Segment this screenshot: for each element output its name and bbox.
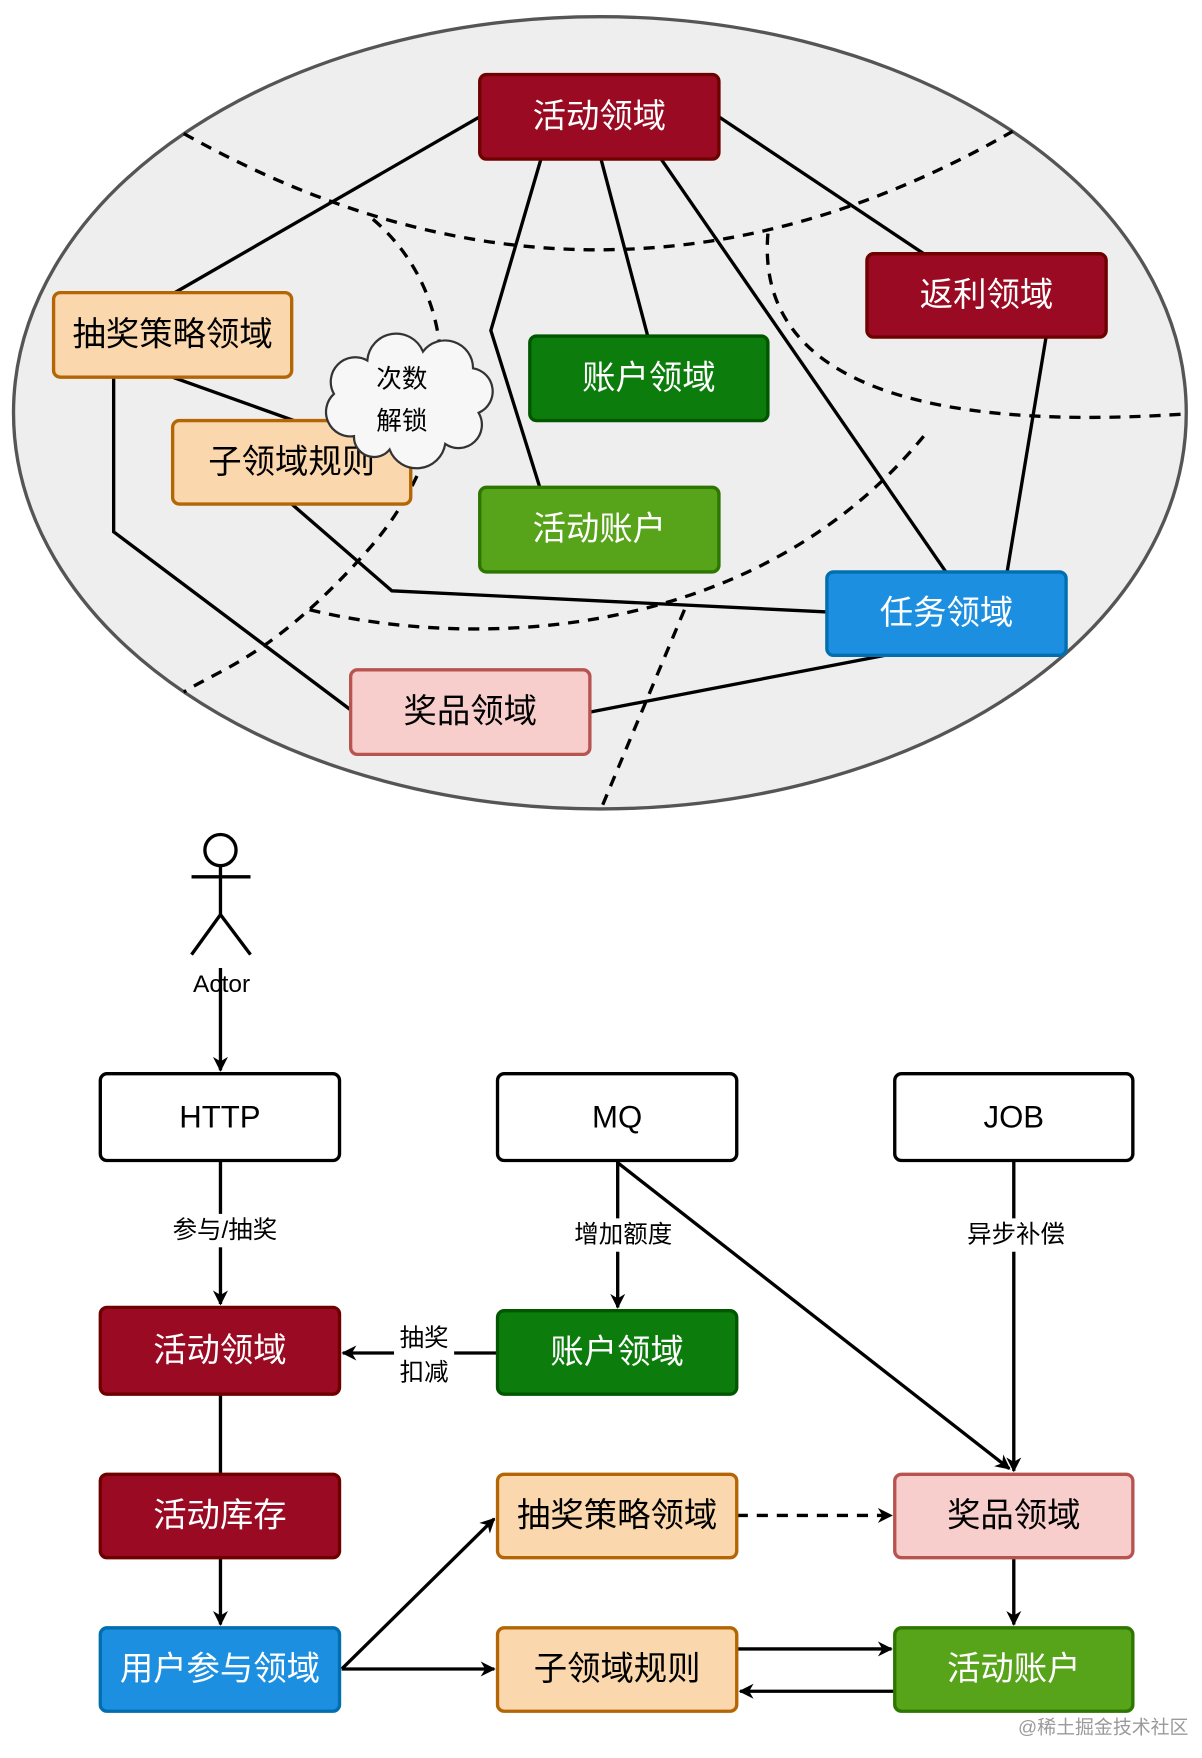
link-activity-account — [599, 158, 650, 337]
actor-label: Actor — [193, 971, 250, 998]
flow-node-activity-account: 活动账户 — [893, 1626, 1135, 1713]
flow-node-label: MQ — [592, 1100, 642, 1135]
map-node-label: 任务领域 — [880, 595, 1013, 632]
flow-node-user-participation-domain: 用户参与领域 — [98, 1626, 342, 1713]
flow-node-job: JOB — [893, 1072, 1135, 1163]
flow-node-label: 子领域规则 — [534, 1651, 701, 1688]
flow-node-account-domain: 账户领域 — [495, 1309, 739, 1396]
actor-figure — [190, 832, 252, 956]
flow-node-activity-stock: 活动库存 — [98, 1472, 342, 1560]
flow-node-label: 账户领域 — [550, 1334, 683, 1371]
cloud-note-line1: 次数 — [376, 364, 427, 393]
flow-node-label: 抽奖策略领域 — [517, 1497, 717, 1534]
flow-node-mq: MQ — [495, 1072, 739, 1163]
link-activity-task — [659, 158, 948, 573]
edge-label-line2: 扣减 — [400, 1359, 449, 1387]
edge-label-text: 异步补偿 — [967, 1221, 1065, 1249]
actor-leg-right — [219, 913, 252, 956]
map-node-activity-domain: 活动领域 — [478, 72, 721, 161]
edge-label-participate-draw: 参与/抽奖 — [164, 1213, 288, 1248]
map-node-label: 活动领域 — [533, 98, 666, 135]
map-node-label: 抽奖策略领域 — [73, 316, 273, 353]
flow-node-label: 用户参与领域 — [120, 1651, 320, 1688]
actor-head — [203, 832, 238, 868]
edge-label-async-compensation: 异步补偿 — [958, 1218, 1074, 1252]
link-activity-rebate — [718, 115, 925, 256]
boundary-middle-curve — [309, 435, 925, 631]
map-node-strategy-domain: 抽奖策略领域 — [51, 290, 294, 379]
arrow-participation-strategy — [340, 1517, 496, 1671]
flow-diagram: Actor 参与/抽奖 增加额度 异步补偿 抽奖 扣减 — [98, 832, 1135, 1713]
map-node-rebate-domain: 返利领域 — [865, 252, 1108, 339]
map-node-task-domain: 任务领域 — [825, 570, 1068, 658]
unlock-count-cloud: 次数 解锁 — [324, 332, 494, 470]
map-node-account-domain: 账户领域 — [528, 334, 770, 423]
map-node-label: 子领域规则 — [208, 444, 375, 481]
map-node-label: 奖品领域 — [404, 694, 537, 731]
cloud-note-line2: 解锁 — [376, 407, 427, 436]
map-node-label: 账户领域 — [582, 360, 715, 397]
link-activity-activity-account — [489, 158, 543, 488]
edge-label-line1: 抽奖 — [400, 1324, 449, 1352]
watermark: @稀土掘金技术社区 — [1018, 1716, 1188, 1738]
link-strategy-award — [111, 377, 352, 712]
link-award-task — [589, 653, 886, 714]
flow-node-award-domain: 奖品领域 — [893, 1472, 1135, 1560]
boundary-left-curve — [182, 217, 443, 694]
flow-node-label: 活动账户 — [947, 1651, 1080, 1688]
edge-label-text: 增加额度 — [574, 1221, 672, 1249]
edge-label-text: 参与/抽奖 — [173, 1216, 278, 1244]
link-strategy-subrules — [172, 375, 295, 423]
edge-label-increase-quota: 增加额度 — [565, 1218, 682, 1252]
actor-leg-left — [190, 913, 222, 956]
flow-node-label: 活动库存 — [153, 1497, 286, 1534]
domain-map: 活动领域 返利领域 抽奖策略领域 账户领域 子领域规则 活动账户 任务领域 奖 — [11, 15, 1188, 811]
map-node-label: 返利领域 — [920, 277, 1053, 314]
arrow-mq-award — [616, 1161, 1011, 1471]
boundary-bottom-line — [599, 609, 686, 810]
cloud-shape — [324, 332, 494, 470]
edge-label-draw-deduct: 抽奖 扣减 — [394, 1321, 455, 1391]
flow-node-activity-domain: 活动领域 — [98, 1305, 342, 1396]
boundary-right-curve — [765, 233, 1187, 420]
map-node-award-domain: 奖品领域 — [348, 668, 592, 757]
flow-node-label: JOB — [984, 1100, 1045, 1135]
flow-node-http: HTTP — [98, 1072, 342, 1163]
map-node-sub-domain-rules: 子领域规则 — [170, 418, 413, 506]
flow-node-label: 奖品领域 — [947, 1497, 1080, 1534]
flow-node-label: 活动领域 — [153, 1332, 286, 1369]
link-activity-strategy — [174, 115, 481, 295]
flow-node-sub-domain-rules: 子领域规则 — [495, 1626, 739, 1713]
link-subrules-task — [290, 502, 827, 614]
map-node-activity-account: 活动账户 — [478, 485, 721, 574]
flow-node-strategy-domain: 抽奖策略领域 — [495, 1472, 739, 1560]
map-node-label: 活动账户 — [533, 511, 666, 548]
link-rebate-task — [1005, 336, 1048, 573]
flow-node-label: HTTP — [179, 1100, 260, 1135]
